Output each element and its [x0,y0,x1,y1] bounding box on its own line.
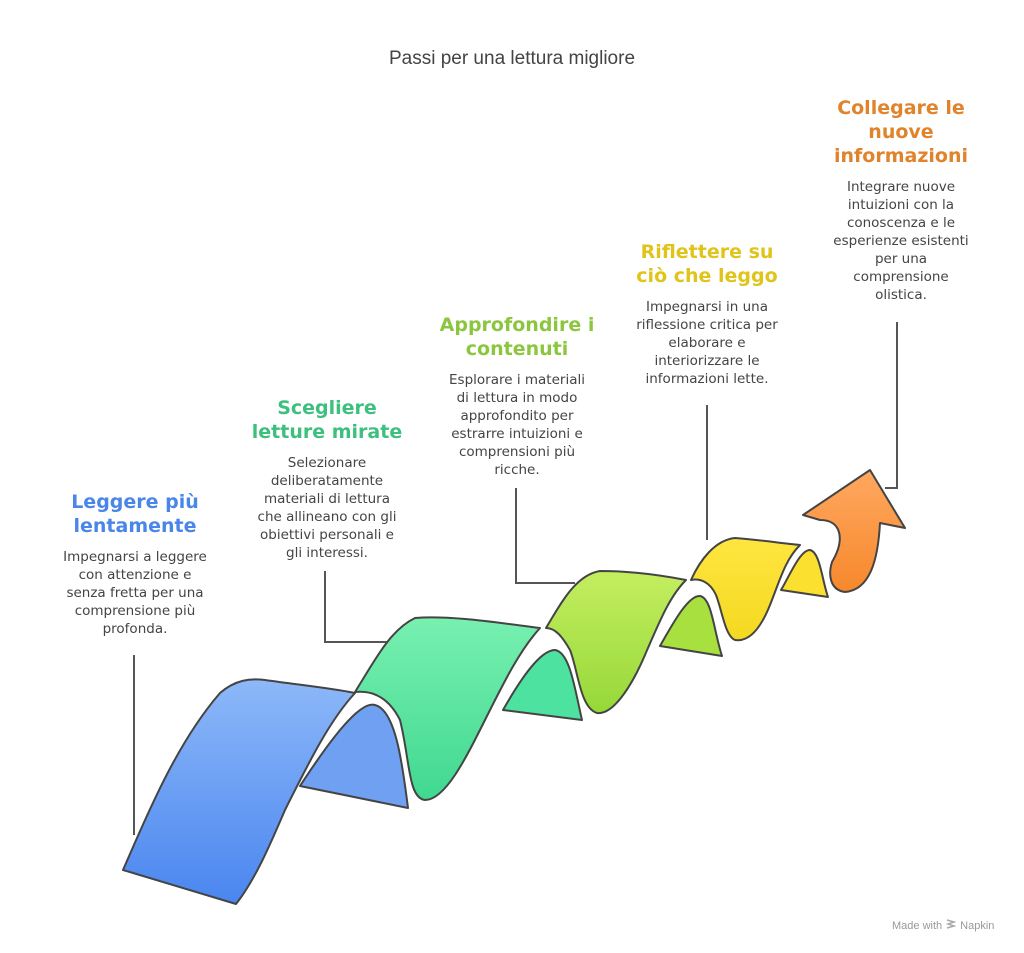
step-4-heading: Riflettere su ciò che leggo [612,240,802,288]
text-line: deliberatamente [270,473,384,489]
diagram-title: Passi per una lettura migliore [388,48,636,69]
text-line: con attenzione e [78,567,192,583]
text-line: Esplorare i materiali [449,372,585,388]
text-line: Leggere più [71,491,199,513]
text-line: ciò che leggo [636,265,778,287]
text-line: informazioni lette. [645,371,769,387]
step-2: Scegliere letture mirate Selezionare del… [232,396,422,562]
ribbon-yellow [690,537,801,642]
text-line: Approfondire i [439,314,595,336]
napkin-logo-icon [945,918,957,933]
text-line: estrarre intuizioni e [451,426,583,442]
text-line: esperienze esistenti [833,233,969,249]
text-line: Scegliere [277,397,377,419]
text-line: informazioni [833,145,968,167]
text-line: nuove [868,121,934,143]
text-line: materiali di lettura [263,491,391,507]
step-5: Collegare le nuove informazioni Integrar… [806,96,996,304]
ribbon-blue [122,678,356,905]
text-line: Impegnarsi a leggere [63,549,207,565]
step-1-heading: Leggere più lentamente [40,490,230,538]
text-line: conoscenza e le [846,215,956,231]
text-line: profonda. [102,621,168,637]
text-line: per una [874,251,928,267]
step-1: Leggere più lentamente Impegnarsi a legg… [40,490,230,638]
ribbon-blue-back-flap [299,703,409,809]
step-2-heading: Scegliere letture mirate [232,396,422,444]
ribbon-lime-back-flap [659,595,723,657]
ribbon-green-back-flap [502,649,583,721]
text-line: Impegnarsi in una [645,299,768,315]
text-line: Riflettere su [640,241,774,263]
step-4-description: Impegnarsi in una riflessione critica pe… [612,298,802,388]
step-3-heading: Approfondire i contenuti [422,313,612,361]
text-line: Collegare le [837,97,965,119]
step-2-description: Selezionare deliberatamente materiali di… [232,454,422,562]
step-3: Approfondire i contenuti Esplorare i mat… [422,313,612,479]
text-line: gli interessi. [286,545,368,561]
text-line: letture mirate [251,421,403,443]
step-4: Riflettere su ciò che leggo Impegnarsi i… [612,240,802,388]
ribbon-yellow-back-flap [780,549,829,598]
ribbon-green [354,616,541,801]
ribbon-orange-arrow [802,469,906,593]
text-line: obiettivi personali e [260,527,394,543]
text-line: che allineano con gli [257,509,397,525]
text-line: senza fretta per una [66,585,204,601]
text-line: elaborare e [668,335,746,351]
connector-line-3 [515,488,575,584]
napkin-brand-label: Napkin [960,919,995,932]
made-with-label: Made with [892,919,943,932]
text-line: di lettura in modo [456,390,578,406]
text-line: ricche. [494,462,540,478]
text-line: approfondito per [460,408,574,424]
text-line: comprensione [853,269,949,285]
text-line: Selezionare [287,455,367,471]
text-line: comprensioni più [458,444,576,460]
made-with-napkin-credit[interactable]: Made with Napkin [892,918,994,933]
ribbon-lime [545,570,687,715]
text-line: interiorizzare le [654,353,760,369]
step-1-description: Impegnarsi a leggere con attenzione e se… [40,548,230,638]
text-line: contenuti [465,338,569,360]
text-line: comprensione più [74,603,196,619]
connector-line-5 [885,322,898,489]
text-line: lentamente [73,515,197,537]
text-line: olistica. [875,287,927,303]
text-line: intuizioni con la [847,197,955,213]
connector-line-2 [324,571,388,643]
step-5-heading: Collegare le nuove informazioni [806,96,996,168]
step-3-description: Esplorare i materiali di lettura in modo… [422,371,612,479]
step-5-description: Integrare nuove intuizioni con la conosc… [806,178,996,304]
text-line: riflessione critica per [636,317,778,333]
text-line: Integrare nuove [846,179,956,195]
